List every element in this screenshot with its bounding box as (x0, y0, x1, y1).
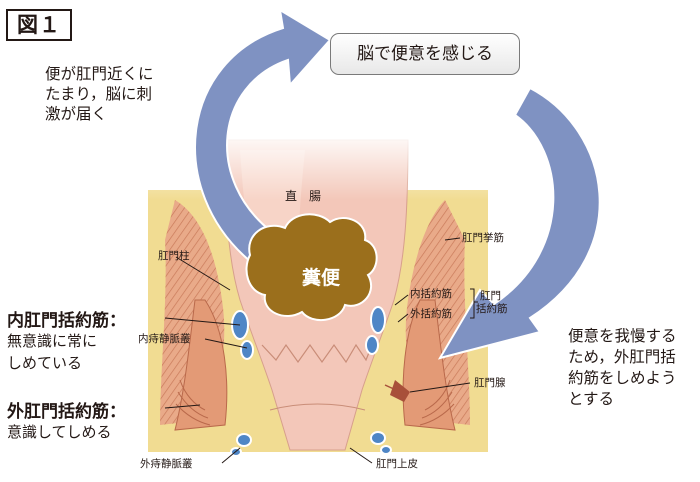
internal-hemorrhoidal-plexus (231, 306, 386, 360)
internal-sphincter-line: 無意識に常に (7, 332, 98, 350)
anoderm-label: 肛門上皮 (376, 458, 418, 470)
left-note-line: たまり，脳に刺 (45, 85, 152, 103)
external-sphincter-line: 意識してしめる (7, 423, 112, 441)
internal-sphincter-line: しめている (7, 354, 83, 372)
anal-column-label: 肛門柱 (158, 250, 190, 262)
right-note: 便意を我慢する ため，外肛門括 約筋をしめよう とする (568, 326, 677, 410)
left-muscle-wall (160, 200, 228, 431)
internal-sphincter-desc: 無意識に常に しめている (7, 330, 97, 374)
figure-label: 図１ (6, 9, 72, 41)
cycle-arrow-right (437, 86, 601, 360)
cycle-arrow-left (194, 8, 332, 264)
feces-label: 糞便 (302, 267, 341, 289)
anal-gland-label: 肛門腺 (474, 377, 506, 389)
feces-blob (245, 213, 378, 321)
right-muscle-wall (402, 200, 470, 431)
internal-sphincter-heading: 内肛門括約筋： (7, 311, 126, 331)
anal-sphincter-group-label-1: 肛門 (480, 290, 501, 302)
external-hemorrhoidal-plexus-label: 外痔静脈叢 (140, 458, 193, 470)
internal-hemorrhoidal-plexus-label: 内痔静脈叢 (138, 333, 191, 345)
brain-sensation-box: 脳で便意を感じる (330, 33, 520, 75)
anal-sphincter-group-label-2: 括約筋 (476, 303, 508, 315)
right-note-line: 便意を我慢する (568, 327, 677, 345)
left-note-line: 便が肛門近くに (45, 65, 154, 83)
external-sphincter-heading: 外肛門括約筋： (7, 402, 126, 422)
anal-gland (384, 380, 410, 402)
left-note-line: 激が届く (45, 105, 108, 123)
rectum-label: 直 腸 (285, 189, 322, 203)
external-hemorrhoidal-plexus (230, 431, 392, 457)
leader-lines (164, 237, 478, 464)
right-note-line: とする (568, 390, 615, 408)
external-sphincter-desc: 意識してしめる (7, 421, 112, 443)
levator-ani-label: 肛門挙筋 (462, 232, 504, 244)
right-note-line: ため，外肛門括 (568, 348, 676, 366)
right-note-line: 約筋をしめよう (568, 369, 677, 387)
external-sphincter-short-label: 外括約筋 (410, 308, 452, 320)
left-note: 便が肛門近くに たまり，脳に刺 激が届く (45, 64, 154, 124)
internal-sphincter-short-label: 内括約筋 (410, 288, 452, 300)
